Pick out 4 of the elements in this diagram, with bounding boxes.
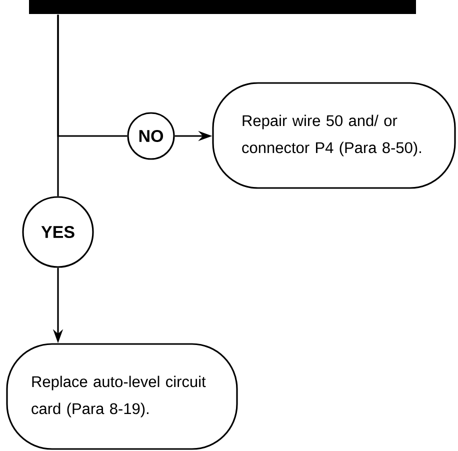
- action-box: Replace auto-level circuit card (Para 8-19).: [6, 343, 238, 450]
- action-box: Repair wire 50 and/ or connector P4 (Para 8-50).: [212, 82, 456, 189]
- bar: [29, 0, 416, 14]
- connector: [57, 14, 59, 196]
